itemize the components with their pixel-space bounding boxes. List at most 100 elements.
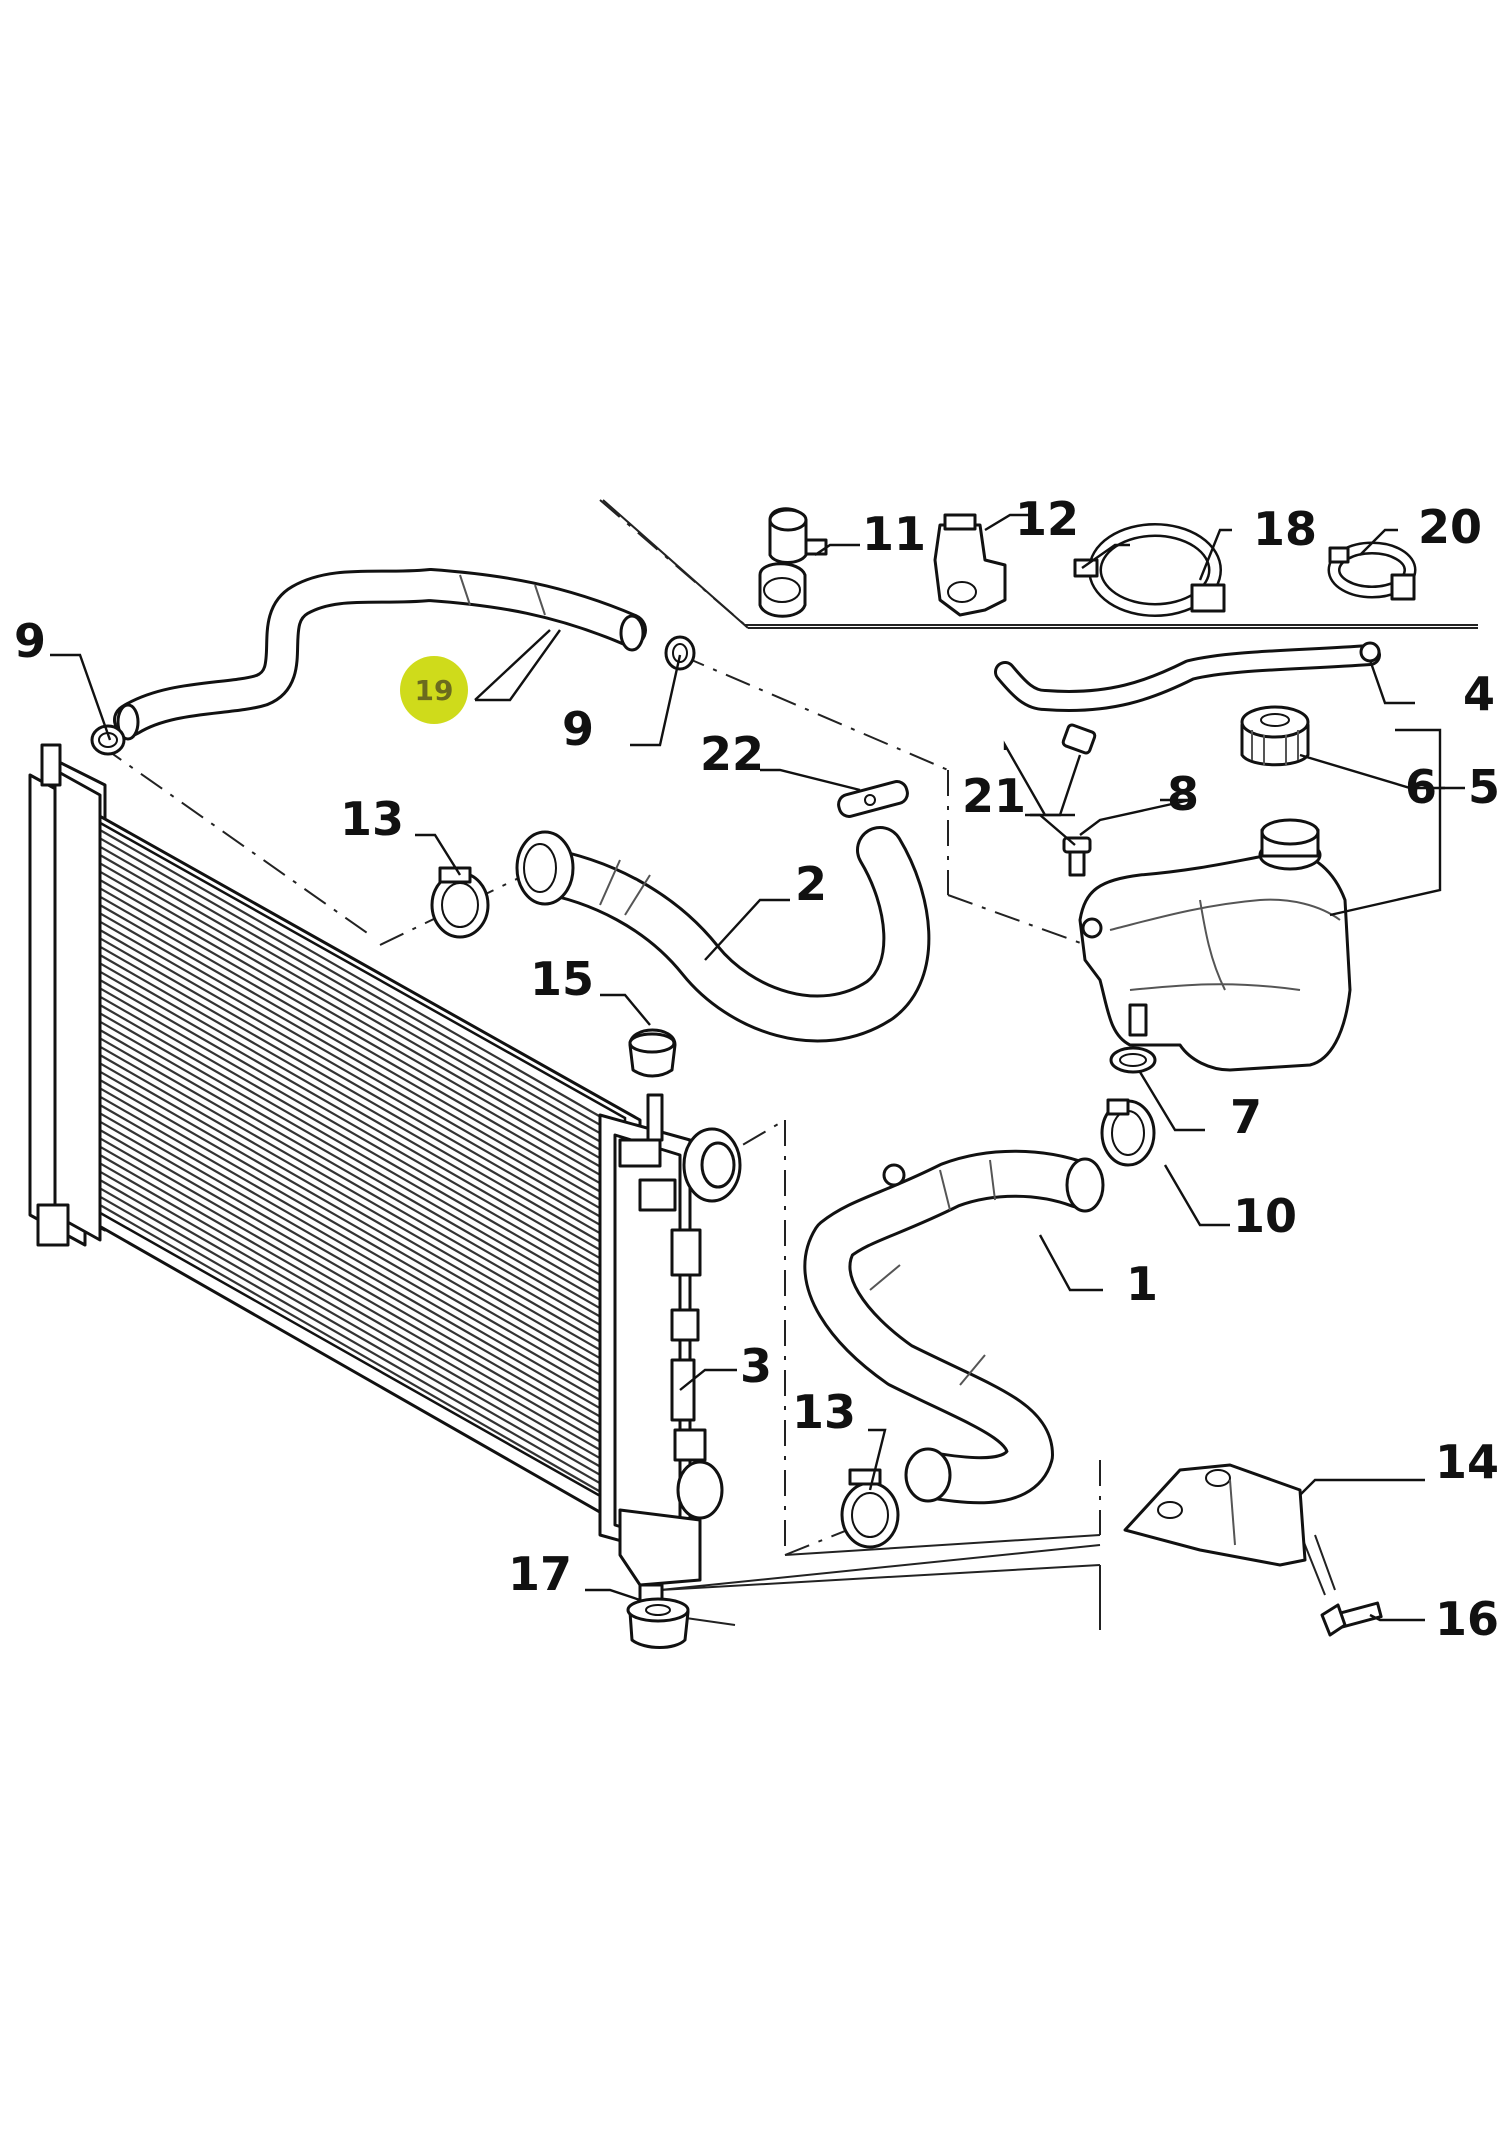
radiator-fin: [99, 837, 621, 1138]
radiator-fin: [99, 945, 621, 1246]
radiator-fin: [99, 1112, 621, 1413]
radiator-fin: [99, 987, 621, 1288]
bolt-16: [1320, 1601, 1383, 1637]
upper-hose-19: [113, 568, 647, 741]
radiator-fin: [99, 1129, 621, 1429]
clamp-12: [933, 513, 1007, 617]
callout-11: 11: [862, 507, 926, 561]
callout-8: 8: [1167, 767, 1199, 821]
callout-13-lower: 13: [792, 1385, 856, 1439]
radiator-fin: [99, 1012, 621, 1313]
radiator-fin: [99, 1029, 621, 1329]
radiator-fin: [99, 1079, 621, 1379]
radiator-fin: [99, 904, 621, 1204]
leader-lines: [50, 513, 1465, 1622]
hose-4: [994, 641, 1381, 712]
radiator-fin: [99, 1162, 621, 1463]
callout-4: 4: [1463, 667, 1495, 721]
callout-2: 2: [795, 857, 827, 911]
radiator-fin: [99, 979, 621, 1279]
callout-labels: 1 2 3 4 5 6 7 8 9 9 10 11 12 13 13 14 15…: [14, 492, 1500, 1646]
radiator-fin: [99, 879, 621, 1179]
radiator-fin: [99, 912, 621, 1213]
radiator-fin: [99, 1004, 621, 1304]
radiator-fin: [99, 962, 621, 1263]
grommet-17: [626, 1597, 690, 1649]
callout-20: 20: [1418, 500, 1482, 554]
radiator-fin: [99, 1087, 621, 1388]
radiator-fin: [99, 929, 621, 1229]
radiator-fin: [99, 829, 621, 1129]
radiator-fin: [99, 1170, 621, 1471]
callout-18: 18: [1253, 502, 1317, 556]
clamp-18: [1073, 523, 1226, 617]
radiator-fin: [99, 1054, 621, 1354]
radiator-fin: [99, 1104, 621, 1404]
bolt-8: [1062, 836, 1092, 877]
radiator-fin: [99, 845, 621, 1146]
radiator-fin: [99, 887, 621, 1188]
hose-2: [515, 826, 931, 1043]
clamp-20: [1327, 541, 1417, 601]
callout-1: 1: [1126, 1257, 1158, 1311]
radiator-fin: [99, 1062, 621, 1363]
clamp-7: [1109, 1046, 1157, 1074]
clamp-10: [1100, 1098, 1156, 1167]
callout-5: 5: [1468, 760, 1500, 814]
radiator-fin: [99, 970, 621, 1271]
radiator-fin: [99, 920, 621, 1221]
callout-10: 10: [1233, 1189, 1297, 1243]
highlight-19-badge[interactable]: [400, 656, 468, 724]
radiator-fin: [99, 1154, 621, 1454]
callout-3: 3: [740, 1339, 772, 1393]
mount-15: [628, 1028, 677, 1078]
callout-21: 21: [962, 769, 1026, 823]
bracket-14: [1123, 1463, 1307, 1567]
cap-6: [1240, 705, 1310, 767]
radiator-fin: [99, 1095, 621, 1396]
radiator-fin: [99, 1179, 621, 1479]
radiator-fin: [99, 1070, 621, 1371]
radiator-fin: [99, 854, 621, 1154]
callout-16: 16: [1435, 1592, 1499, 1646]
clamp-13-lower: [840, 1468, 900, 1549]
callout-14: 14: [1435, 1435, 1499, 1489]
callout-7: 7: [1230, 1090, 1262, 1144]
highlight-19-label: 19: [415, 674, 454, 707]
callout-9-right: 9: [562, 702, 594, 756]
radiator-fin: [99, 870, 621, 1171]
callout-15: 15: [530, 952, 594, 1006]
clamp-11: [758, 507, 828, 618]
callout-22: 22: [700, 727, 764, 781]
radiator-fin: [99, 1020, 621, 1321]
callout-17: 17: [508, 1547, 572, 1601]
clamp-13-upper: [430, 866, 490, 939]
radiator: [28, 743, 742, 1607]
radiator-fin: [99, 895, 621, 1196]
highlight-19[interactable]: 19: [400, 629, 551, 724]
clamp-9-right: [664, 635, 696, 671]
radiator-fin: [99, 862, 621, 1163]
expansion-tank-5: [1078, 818, 1352, 1072]
callout-12: 12: [1015, 492, 1079, 546]
radiator-fin: [99, 1195, 621, 1496]
callout-13-upper: 13: [340, 792, 404, 846]
radiator-fin: [99, 1137, 621, 1438]
radiator-fin: [99, 1037, 621, 1338]
radiator-fin: [99, 937, 621, 1238]
radiator-fin: [99, 1045, 621, 1346]
clip-22: [837, 780, 909, 818]
radiator-fin: [99, 954, 621, 1254]
radiator-fins: [99, 829, 621, 1504]
clip-21: [1061, 723, 1097, 755]
radiator-fin: [99, 995, 621, 1296]
radiator-fin: [99, 1145, 621, 1446]
radiator-fin: [99, 1204, 621, 1504]
callout-9-left: 9: [14, 614, 46, 668]
kit-frame: [602, 499, 1478, 629]
clamp-9-left: [90, 724, 126, 756]
callout-6: 6: [1405, 760, 1437, 814]
radiator-fin: [99, 1187, 621, 1488]
